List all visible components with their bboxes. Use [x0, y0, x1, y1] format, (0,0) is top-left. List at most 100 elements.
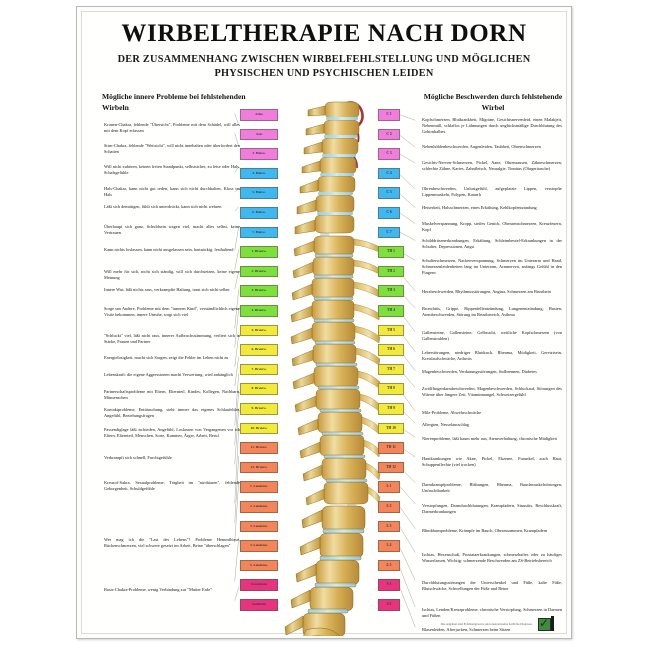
vertebra-chip-right-l2[interactable]: L 2	[378, 501, 400, 513]
right-note-20: Verstopfungen, Darmdurchblutungen, Kramp…	[422, 503, 562, 515]
vertebra-chip-left-c2[interactable]: Axis	[240, 128, 278, 141]
poster-inner-frame: WIRBELTHERAPIE NACH DORN DER ZUSAMMENHAN…	[81, 11, 567, 636]
column-header-right: Mögliche Beschwerden durch fehlstehende …	[423, 92, 563, 112]
right-note-10: Bronchitis, Grippe, Rippenfellentzündung…	[422, 306, 562, 318]
left-note-2: Stirn-Chakra, fehlende "Weitsicht", will…	[104, 143, 240, 155]
vertebra-chip-right-th10[interactable]: TH 10	[378, 422, 404, 435]
left-note-17: Verkrampft sich schnell, Furchtgefühle	[104, 455, 172, 460]
vertebra-chip-left-l2[interactable]: 2. Lendenw.	[240, 501, 278, 513]
vertebra-chip-right-th3[interactable]: TH 3	[378, 285, 404, 297]
vertebra-chip-left-th1[interactable]: 1. Brustw.	[240, 246, 278, 258]
right-note-9: Herzbeschwerden, Rhythmusstörungen, Angi…	[422, 289, 551, 294]
logo-check-glyph: ✓	[539, 616, 550, 630]
vertebra-chip-right-c6[interactable]: C 6	[378, 207, 400, 219]
vertebra-chip-left-c7[interactable]: 7. Halsw.	[240, 226, 278, 239]
vertebra-chip-right-c7[interactable]: C 7	[378, 226, 400, 239]
right-note-11: Gallensteine, Gallensteine, Gelbsucht, w…	[422, 330, 562, 342]
column-header-left: Mögliche innere Probleme bei fehlstehend…	[102, 92, 246, 112]
vertebra-chip-right-th11[interactable]: TH 11	[378, 442, 404, 454]
vertebra-chip-left-l3[interactable]: 3. Lendenw.	[240, 520, 278, 533]
right-note-18: Hautkrankungen wie Akne, Pickel, Ekzeme,…	[422, 456, 562, 468]
vertebra-chip-right-c4[interactable]: C 4	[378, 167, 400, 180]
right-note-14: Zwölffingerdarmbeschwerden, Magenbeschwe…	[422, 386, 562, 398]
right-note-17: Nierenprobleme, läßt kaum mehr aus, Atem…	[422, 436, 557, 441]
right-note-5: Heiserkeit, Halsschmerzen, eines Erkältu…	[422, 205, 537, 210]
vertebra-chip-left-th3[interactable]: 3. Brustw.	[240, 285, 278, 297]
vertebra-chip-left-th5[interactable]: 5. Brustw.	[240, 324, 278, 337]
vertebra-chip-right-l4[interactable]: L 4	[378, 540, 400, 552]
right-note-8: Schulterschmerzen, Nackenverspannung, Sc…	[422, 258, 562, 276]
vertebra-chip-left-th6[interactable]: 6. Brustw.	[240, 344, 278, 356]
right-note-25: Blasenleiden, Afterjucken, Schmerzen bei…	[422, 627, 511, 632]
vertebra-chip-right-th9[interactable]: TH 9	[378, 403, 404, 415]
vertebra-chip-left-s1[interactable]: Kreuzbein	[240, 579, 278, 591]
left-note-1: Kronen-Chakra, fehlende "Übersicht", Pro…	[104, 122, 240, 134]
vertebra-chip-right-s1[interactable]: S 1	[378, 579, 400, 591]
vertebra-chip-left-l1[interactable]: 1. Lendenw.	[240, 481, 278, 493]
left-note-3: Will nicht zuhören, keinen freien Standp…	[104, 164, 240, 176]
right-note-13: Magenbeschwerden, Verdauungsstörungen, S…	[422, 369, 537, 374]
logo-bar	[551, 616, 554, 631]
vertebra-chip-left-th12[interactable]: 12. Brustw.	[240, 461, 278, 474]
vertebra-chip-right-th7[interactable]: TH 7	[378, 363, 404, 376]
right-note-1: Kopfschmerzen, Blutkrankheit, Migräne, G…	[422, 117, 562, 135]
vertebra-chip-right-th2[interactable]: TH 2	[378, 265, 404, 278]
left-note-14: Partnerschaftsprobleme mit Eltern, Elter…	[104, 389, 240, 401]
vertebra-chip-left-c6[interactable]: 6. Halsw.	[240, 207, 278, 219]
vertebra-chip-left-c3[interactable]: 3. Halsw.	[240, 148, 278, 160]
right-note-21: Blinddarmprobleme, Krämpfe im Bauch, Obe…	[422, 528, 548, 533]
checkmark-logo-icon: ✓	[537, 616, 554, 632]
right-note-19: Darmkrampfprobleme, Blähungen, Rheuma, B…	[422, 482, 562, 494]
right-note-16: Allergien, Nesselausschlag	[422, 422, 469, 427]
vertebra-chip-left-c1[interactable]: Atlas	[240, 109, 278, 121]
vertebra-chip-left-l4[interactable]: 4. Lendenw.	[240, 540, 278, 552]
spine-illustration	[278, 96, 382, 636]
poster-subtitle-line-1: DER ZUSAMMENHANG ZWISCHEN WIRBELFEHLSTEL…	[117, 54, 531, 65]
vertebra-chip-right-l3[interactable]: L 3	[378, 520, 400, 533]
vertebra-chip-left-th10[interactable]: 10. Brustw.	[240, 422, 278, 435]
vertebra-chip-right-th5[interactable]: TH 5	[378, 324, 404, 337]
vertebra-chip-left-th7[interactable]: 7. Brustw.	[240, 363, 278, 376]
right-note-24: Ischias, Lenden/Kreuzprobleme, chronisch…	[422, 607, 562, 619]
vertebra-chip-left-c5[interactable]: 5. Halsw.	[240, 187, 278, 199]
left-note-13: Lebenskraft: die eigene Aggressionen mac…	[104, 372, 233, 377]
logo-square	[538, 618, 551, 631]
vertebra-chip-left-th8[interactable]: 8. Brustw.	[240, 383, 278, 395]
vertebra-chip-right-c5[interactable]: C 5	[378, 187, 400, 199]
vertebra-chip-left-th4[interactable]: 4. Brustw.	[240, 305, 278, 317]
vertebra-chip-left-th9[interactable]: 9. Brustw.	[240, 403, 278, 415]
left-note-7: Kann nichts loslassen, kann nicht ausgel…	[104, 247, 234, 252]
right-note-6: Muskelverspannung, Kropp, steifes Genick…	[422, 221, 562, 233]
vertebra-chip-right-th4[interactable]: TH 4	[378, 305, 404, 317]
vertebra-chip-left-th11[interactable]: 11. Brustw.	[240, 442, 278, 454]
page-title: WIRBELTHERAPIE NACH DORN	[121, 20, 527, 47]
vertebra-chip-left-th2[interactable]: 2. Brustw.	[240, 265, 278, 278]
right-note-3: Gesichts-Nerven-Schmerzen, Pickel, Aane,…	[422, 160, 562, 172]
vertebra-chip-left-s2[interactable]: Steißbein	[240, 599, 278, 611]
left-note-16: Passendiglage läßt zufrieden, Angefühl, …	[104, 427, 240, 439]
vertebra-chip-right-th8[interactable]: TH 8	[378, 383, 404, 395]
vertebra-chip-right-th6[interactable]: TH 6	[378, 344, 404, 356]
vertebra-chip-left-c4[interactable]: 4. Halsw.	[240, 167, 278, 180]
vertebra-chip-left-l5[interactable]: 5. Lendenw.	[240, 559, 278, 572]
left-note-20: Basis-Chakra-Probleme, wenig Verbindung …	[104, 587, 212, 592]
right-note-22: Ischias, Hexenschuß, Prostataerkrankunge…	[422, 552, 562, 564]
left-note-15: Kontaktprobleme, Enttäuschung, sieht imm…	[104, 407, 240, 419]
right-note-2: Nebenhöhlenbeschwerden, Augenleiden, Tau…	[422, 144, 541, 149]
vertebra-chip-right-c2[interactable]: C 2	[378, 128, 400, 141]
poster-sheet: WIRBELTHERAPIE NACH DORN DER ZUSAMMENHAN…	[76, 6, 572, 639]
vertebra-chip-right-th12[interactable]: TH 12	[378, 461, 404, 474]
left-note-10: Sorge um Andere, Probleme mit dem "inner…	[104, 306, 240, 318]
vertebra-chip-right-l5[interactable]: L 5	[378, 559, 400, 572]
left-note-4: Hals-Chakra, kann nicht gut reden, kann …	[104, 186, 240, 198]
poster-subtitle-line-2: PHYSISCHEN UND PSYCHISCHEN LEIDEN	[214, 68, 434, 79]
vertebra-chip-right-c1[interactable]: C 1	[378, 109, 400, 121]
leader-lines	[82, 12, 566, 633]
vertebra-chip-right-th1[interactable]: TH 1	[378, 246, 404, 258]
right-note-23: Durchblutungsstörungen der Unterschenkel…	[422, 580, 562, 592]
right-note-12: Leberstörungen, niedriger Blutdruck, Rhe…	[422, 350, 562, 362]
vertebra-chip-right-l1[interactable]: L 1	[378, 481, 400, 493]
vertebra-chip-right-c3[interactable]: C 3	[378, 148, 400, 160]
vertebra-chip-right-s2[interactable]: S 2	[378, 599, 400, 611]
